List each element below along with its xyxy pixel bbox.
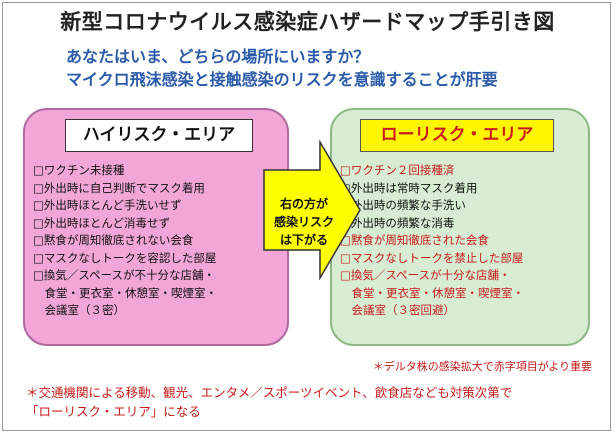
low-risk-item: □外出時の頻繁な手洗い (340, 198, 466, 212)
arrow-shape (263, 140, 361, 280)
delta-note: ＊デルタ株の感染拡大で赤字項目がより重要 (372, 360, 592, 373)
bottom-note: ＊交通機関による移動、観光、エンタメ／スポーツイベント、飲食店なども対策次第で … (26, 383, 512, 421)
high-risk-label: ハイリスク・エリア (65, 119, 253, 152)
low-risk-label: ローリスク・エリア (360, 119, 554, 152)
low-risk-list: □ワクチン２回接種済 □外出時は常時マスク着用 □外出時の頻繁な手洗い □外出時… (340, 162, 582, 320)
low-risk-item: □黙食が周知徹底された会食 (340, 233, 489, 247)
right-arrow-icon (263, 140, 361, 280)
arrow-caption-line: は下がる (279, 233, 328, 247)
low-risk-item: □換気／スペースが十分な店舗・ (340, 268, 511, 282)
arrow-caption-line: 感染リスク (273, 215, 334, 229)
low-risk-item: □外出時は常時マスク着用 (340, 180, 478, 195)
low-risk-item: □マスクなしトークを禁止した部屋 (340, 250, 524, 265)
arrow-caption: 右の方が 感染リスク は下がる (268, 195, 340, 249)
high-risk-panel: ハイリスク・エリア □ワクチン未接種 □外出時に自己判断でマスク着用 □外出時ほ… (23, 108, 289, 346)
low-risk-panel: ローリスク・エリア □ワクチン２回接種済 □外出時は常時マスク着用 □外出時の頻… (330, 108, 590, 346)
high-risk-item: □マスクなしトークを容認した部屋 (33, 250, 217, 265)
low-risk-item: 会議室（３密回避） (340, 303, 455, 317)
bottom-note-line: ＊交通機関による移動、観光、エンタメ／スポーツイベント、飲食店なども対策次第で (26, 385, 513, 400)
high-risk-item: □外出時ほとんど消毒せず (33, 215, 171, 230)
high-risk-item: 会議室（３密） (33, 303, 125, 317)
high-risk-item: □ワクチン未接種 (33, 163, 125, 177)
high-risk-item: □換気／スペースが不十分な店舗・ (33, 268, 215, 282)
high-risk-item: □黙食が周知徹底されない会食 (33, 233, 194, 247)
figure-frame (2, 2, 611, 431)
subtitle-question: あなたはいま、どちらの場所にいますか？ (66, 47, 370, 66)
high-risk-item: 食堂・更衣室・休憩室・喫煙室・ (33, 285, 217, 300)
high-risk-item: □外出時に自己判断でマスク着用 (33, 180, 205, 195)
arrow-caption-line: 右の方が (279, 197, 328, 211)
high-risk-list: □ワクチン未接種 □外出時に自己判断でマスク着用 □外出時ほとんど手洗いせず □… (33, 162, 281, 320)
subtitle-advice: マイクロ飛沫感染と接触感染のリスクを意識することが肝要 (66, 70, 498, 89)
low-risk-item: 食堂・更衣室・休憩室・喫煙室・ (340, 285, 524, 300)
page-title: 新型コロナウイルス感染症ハザードマップ手引き図 (60, 10, 555, 34)
low-risk-item: □外出時の頻繁な消毒 (340, 215, 455, 230)
high-risk-item: □外出時ほとんど手洗いせず (33, 198, 182, 212)
low-risk-item: □ワクチン２回接種済 (340, 163, 455, 177)
bottom-note-line: 「ローリスク・エリア」になる (26, 404, 201, 419)
